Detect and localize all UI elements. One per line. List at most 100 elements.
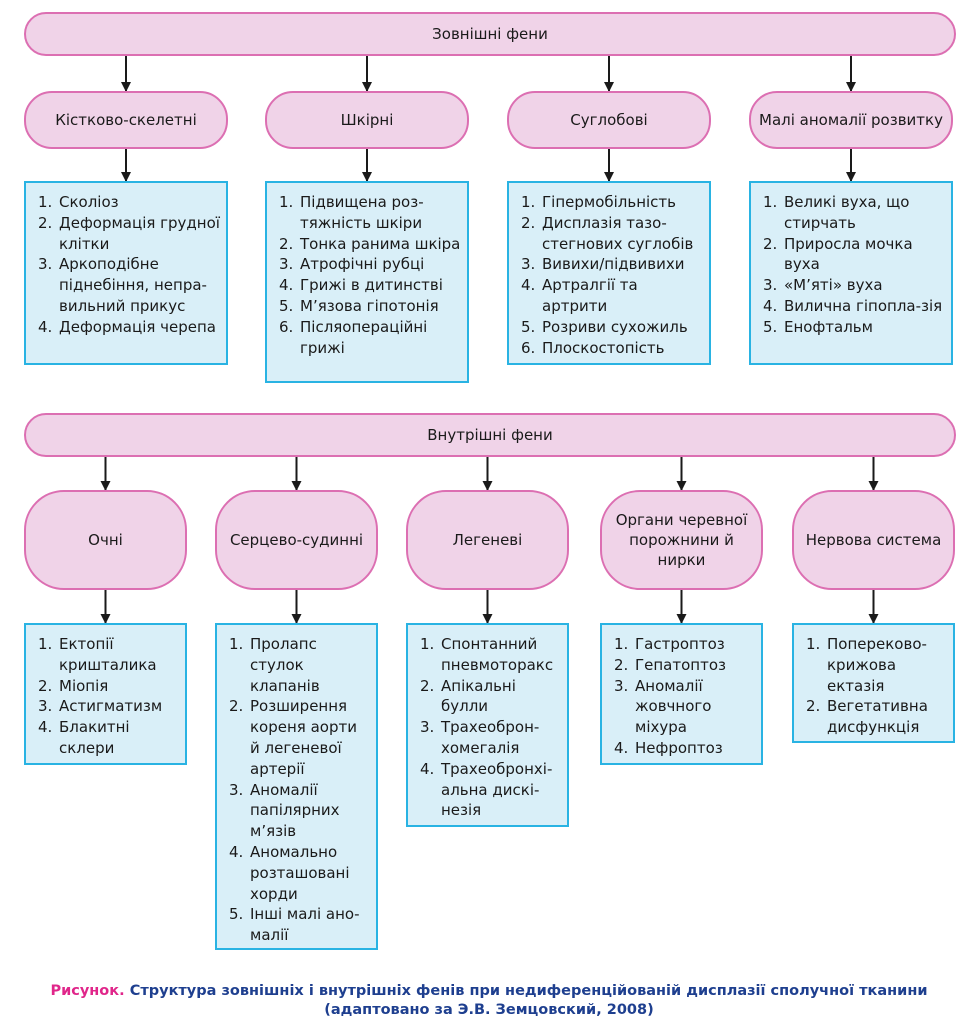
- list-item-text: Післяопераційні грижі: [300, 317, 428, 357]
- list-item-text: Апікальні булли: [441, 676, 516, 716]
- list-item-text: Дисплазія тазо-стегнових суглобів: [542, 213, 694, 253]
- list-cardiovascular: 1. Пролапс стулок клапанів 2. Розширення ко…: [215, 623, 378, 950]
- list-item-text: Плоскостопість: [542, 338, 665, 357]
- list-item: 2.Деформація грудної клітки: [38, 213, 220, 255]
- list-item-number: 4.: [38, 317, 53, 336]
- category-abdominal-renal: Органи черевної порожнини й нирки: [600, 490, 763, 590]
- list-item-text: Гіпермобільність: [542, 193, 677, 211]
- list-item: 6. Післяопераційні грижі: [279, 317, 461, 359]
- list-item-number: 2.: [614, 655, 629, 674]
- list-item: 4.Вилична гіпопла-зія: [763, 296, 945, 317]
- list-item-text: Приросла мочка вуха: [784, 234, 913, 274]
- list-item-number: 1.: [229, 635, 244, 653]
- list-item-text: Грижі в дитинстві: [300, 276, 443, 295]
- list-item: 2. Гепатоптоз: [614, 655, 755, 676]
- list-item: 3.Аномалії папілярних м’язів: [229, 780, 370, 842]
- list-item-text: Попереково-крижова ектазія: [827, 635, 927, 695]
- list-item: 4. Нефроптоз: [614, 738, 755, 759]
- internal-phenotypes-header: Внутрішні фени: [24, 413, 956, 457]
- list-item-number: 6.: [279, 317, 294, 336]
- list-item-text: Вивихи/підвивихи: [542, 255, 685, 274]
- list-item-number: 5.: [521, 317, 536, 336]
- list-item-number: 6.: [521, 338, 536, 357]
- list-item-number: 1.: [806, 635, 821, 653]
- list-item-text: Аномалії жовчного міхура: [635, 676, 712, 737]
- list-item-number: 2.: [229, 697, 244, 716]
- list-item: 4. Блакитні склери: [38, 717, 179, 759]
- list-item: 6. Плоскостопість: [521, 338, 703, 359]
- list-item: 3. Аркоподібне піднебіння, непра-вильний …: [38, 254, 220, 316]
- list-item-text: Атрофічні рубці: [300, 255, 425, 274]
- list-item-number: 5.: [763, 317, 778, 336]
- category-nervous-system: Нервова система: [792, 490, 955, 590]
- list-item: 3. Атрофічні рубці: [279, 254, 461, 275]
- list-item-text: Деформація черепа: [59, 317, 216, 336]
- list-item-number: 1.: [38, 635, 53, 653]
- list-item: 1. Попереково-крижова ектазія: [806, 634, 947, 696]
- list-item: 1. Великі вуха, що стирчать: [763, 192, 945, 234]
- list-item-number: 1.: [763, 193, 778, 211]
- external-phenotypes-header: Зовнішні фени: [24, 12, 956, 56]
- list-item-number: 3.: [763, 276, 778, 295]
- caption-lead: Рисунок.: [50, 983, 125, 999]
- list-item-number: 3.: [38, 255, 53, 274]
- list-item-text: Розриви сухожиль: [542, 317, 688, 336]
- list-item-text: Вилична гіпопла-зія: [784, 296, 943, 315]
- list-item: 5.М’язова гіпотонія: [279, 296, 461, 317]
- list-item: 1. Спонтанний пневмоторакс: [420, 634, 561, 676]
- list-item-text: Блакитні склери: [59, 718, 130, 757]
- list-item: 3.Астигматизм: [38, 696, 179, 717]
- list-item-text: Розширення кореня аорти й легеневої арте…: [250, 697, 357, 778]
- list-item-number: 5.: [229, 905, 244, 924]
- list-item-text: Артралгії та артрити: [542, 276, 638, 315]
- list-item-number: 1.: [420, 635, 435, 653]
- list-item-number: 3.: [229, 780, 244, 799]
- list-item-number: 2.: [279, 234, 294, 253]
- list-item-number: 4.: [420, 759, 435, 778]
- list-item-text: Трахеобронхі-альна дискі-незія: [441, 759, 553, 820]
- list-item-number: 4.: [279, 276, 294, 295]
- category-joint: Суглобові: [507, 91, 711, 149]
- list-item-text: Сколіоз: [59, 193, 119, 211]
- list-item-text: Великі вуха, що стирчать: [784, 193, 910, 232]
- list-item-text: Тонка ранима шкіра: [300, 234, 461, 253]
- list-item-number: 1.: [614, 635, 629, 653]
- list-item: 2.Апікальні булли: [420, 676, 561, 718]
- list-item-number: 2.: [38, 213, 53, 232]
- list-item-number: 3.: [614, 676, 629, 695]
- list-item-number: 3.: [279, 255, 294, 274]
- list-item: 5.Інші малі ано-малії: [229, 904, 370, 946]
- list-item-number: 4.: [38, 718, 53, 737]
- list-item-text: Пролапс стулок клапанів: [250, 635, 320, 695]
- list-item: 5. Розриви сухожиль: [521, 317, 703, 338]
- list-item: 1. Пролапс стулок клапанів: [229, 634, 370, 696]
- list-item: 3.Трахеоброн-хомегалія: [420, 717, 561, 759]
- list-item: 1.Сколіоз: [38, 192, 220, 213]
- category-ocular: Очні: [24, 490, 187, 590]
- list-item: 2.Вегетативна дисфункція: [806, 696, 947, 738]
- list-item: 4. Артралгії та артрити: [521, 275, 703, 317]
- list-item-number: 4.: [614, 738, 629, 757]
- list-item: 3.«М’яті» вуха: [763, 275, 945, 296]
- list-item-number: 2.: [521, 213, 536, 232]
- list-item-number: 2.: [38, 676, 53, 695]
- list-item: 2. Дисплазія тазо-стегнових суглобів: [521, 213, 703, 255]
- list-item-number: 4.: [521, 276, 536, 295]
- list-item-number: 3.: [521, 255, 536, 274]
- list-item-text: Спонтанний пневмоторакс: [441, 635, 554, 674]
- list-item: 2.Приросла мочка вуха: [763, 234, 945, 276]
- list-item-number: 4.: [229, 842, 244, 861]
- list-item-text: Нефроптоз: [635, 738, 723, 757]
- list-item-text: Міопія: [59, 676, 109, 695]
- list-item-text: Гастроптоз: [635, 635, 725, 653]
- list-item-text: Гепатоптоз: [635, 655, 726, 674]
- list-item-text: Аркоподібне піднебіння, непра-вильний пр…: [59, 255, 207, 315]
- list-item: 1.Ектопії кришталика: [38, 634, 179, 676]
- list-item-text: Вегетативна дисфункція: [827, 697, 928, 737]
